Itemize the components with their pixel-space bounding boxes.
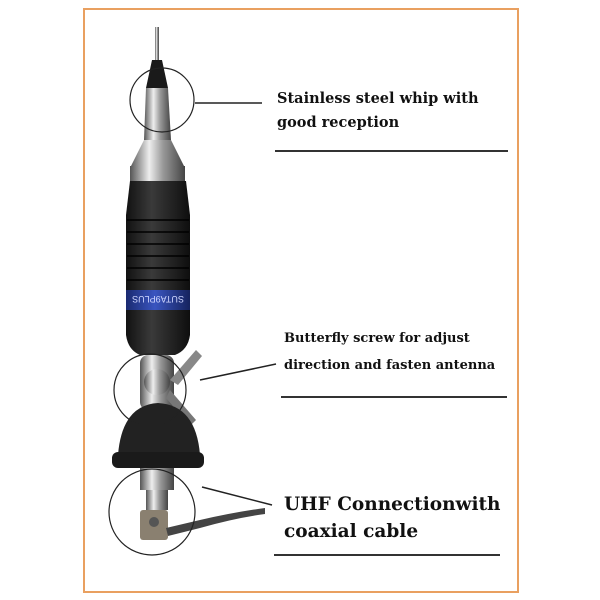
callout-uhf-line2: coaxial cable [284,521,419,542]
highlight-circle-whip [129,67,195,133]
callout-screw-line2: direction and fasten antenna [284,358,496,373]
highlight-circle-screw [113,353,187,427]
whip [130,27,185,181]
callout-screw-line1: Butterfly screw for adjust [284,331,470,346]
callout-underline-1 [275,150,508,152]
callout-whip-line1: Stainless steel whip with [277,90,479,107]
image-frame [83,8,519,593]
highlight-circle-connector [108,468,196,556]
callout-uhf-line1: UHF Connectionwith [284,494,501,515]
butterfly-joint [140,350,202,426]
leader-line-3 [201,486,273,506]
callout-whip-line2: good reception [277,114,400,131]
band-label: SUTA9PLUS [132,294,184,304]
callout-underline-3 [274,554,500,556]
leader-line-2 [199,363,277,381]
grip: SUTA9PLUS [126,181,190,355]
callout-underline-2 [281,396,507,398]
mount-base [112,403,265,540]
